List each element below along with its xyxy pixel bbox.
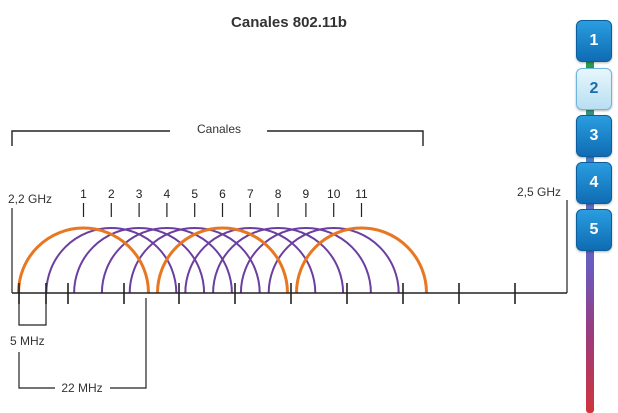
channel-label-10: 10 (327, 187, 341, 201)
channel-diagram: Canales 2,2 GHz 2,5 GHz 1 2 3 4 5 6 7 8 9 10 11 5 … (8, 122, 568, 395)
step-button-1[interactable]: 1 (576, 20, 612, 62)
channel-label-8: 8 (275, 187, 282, 201)
channel-arc-8 (212, 227, 345, 294)
channel-label-3: 3 (136, 187, 143, 201)
step-button-5[interactable]: 5 (576, 209, 612, 251)
freq-start-label: 2,2 GHz (8, 192, 52, 206)
channels-group-bracket: Canales (11, 122, 424, 146)
channel-label-11: 11 (355, 187, 368, 201)
channel-arc-10 (267, 227, 400, 294)
spacing-bracket: 5 MHz (10, 293, 47, 348)
channel-label-4: 4 (164, 187, 171, 201)
channel-label-1: 1 (80, 187, 87, 201)
step-button-2[interactable]: 2 (576, 68, 612, 110)
channel-label-6: 6 (219, 187, 226, 201)
channel-arc-4 (100, 227, 233, 294)
width-label: 22 MHz (61, 381, 102, 395)
channel-arc-11 (295, 226, 428, 294)
width-bracket: 22 MHz (18, 298, 147, 395)
channel-arc-1 (17, 226, 150, 294)
channel-number-labels: 1 2 3 4 5 6 7 8 9 10 11 (80, 187, 368, 217)
channel-label-7: 7 (247, 187, 254, 201)
channel-arc-5 (128, 227, 261, 294)
channel-label-5: 5 (191, 187, 198, 201)
channel-arc-9 (239, 227, 372, 294)
diagram-title: Canales 802.11b (231, 14, 347, 31)
channel-arc-7 (184, 227, 317, 294)
step-navigation: 1 2 3 4 5 (572, 14, 616, 413)
freq-end-label: 2,5 GHz (517, 185, 561, 199)
spacing-label: 5 MHz (10, 334, 45, 348)
channel-label-9: 9 (303, 187, 310, 201)
channels-group-label: Canales (197, 122, 241, 136)
axis-ticks (18, 283, 516, 304)
channel-arc-2 (45, 227, 178, 294)
channel-arcs (17, 226, 428, 294)
step-button-3[interactable]: 3 (576, 115, 612, 157)
step-button-4[interactable]: 4 (576, 162, 612, 204)
channel-arc-6 (156, 226, 289, 294)
channel-arc-3 (73, 227, 206, 294)
channel-label-2: 2 (108, 187, 115, 201)
